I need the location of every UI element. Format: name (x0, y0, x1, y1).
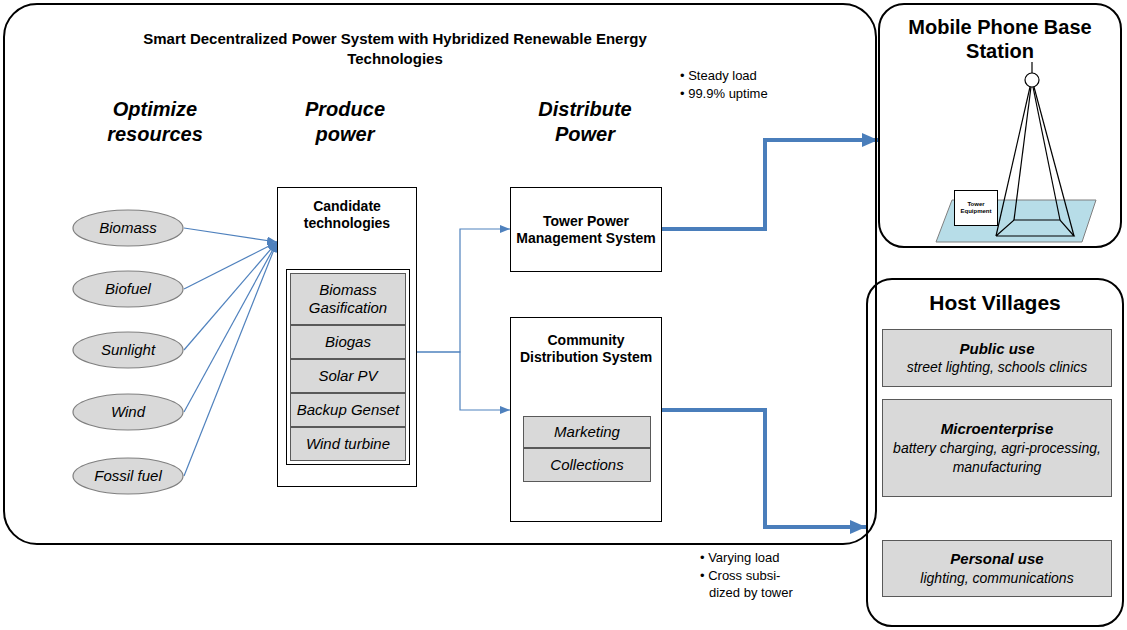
node-text: Host Villages (929, 290, 1061, 315)
base-station-panel: Mobile Phone Base StationTower Equipment (878, 3, 1122, 248)
node-text: Biomass (99, 219, 157, 237)
note-text: • Cross subsi- dized by tower (700, 568, 809, 602)
process-item: Marketing (523, 416, 651, 448)
node-text: Candidate technologies (282, 198, 412, 232)
supply-arrow (662, 410, 866, 527)
node-text: Smart Decentralized Power System with Hy… (105, 29, 685, 70)
resource-ellipse: Sunlight (72, 331, 184, 369)
process-box: Tower Power Management System (510, 187, 662, 272)
column-heading: Optimize resources (90, 97, 220, 147)
use-box: Microenterprisebattery charging, agri-pr… (882, 399, 1112, 497)
technology-item: Biogas (290, 325, 406, 359)
node-text: Backup Genset (297, 401, 400, 419)
resource-ellipse: Wind (72, 393, 184, 431)
flow-arrow (184, 242, 277, 412)
flow-arrow (417, 352, 510, 410)
system-boundary: Smart Decentralized Power System with Hy… (3, 3, 877, 545)
flow-arrow (184, 242, 277, 289)
node-text: Tower Power Management System (515, 213, 657, 247)
note-text: • 99.9% uptime (680, 86, 790, 103)
column-heading: Distribute Power (510, 97, 660, 147)
node-text: Marketing (554, 423, 620, 441)
flow-arrow (184, 228, 277, 242)
node-text: Personal use (950, 549, 1043, 569)
node-body-text: street lighting, schools clinics (907, 358, 1088, 377)
node-text: Biomass Gasification (295, 281, 401, 317)
resource-ellipse: Biomass (72, 209, 184, 247)
technology-box: Candidate technologiesBiomass Gasificati… (277, 187, 417, 487)
node-text: Sunlight (101, 341, 155, 359)
node-text: Solar PV (318, 367, 377, 385)
villages-panel: Host VillagesPublic usestreet lighting, … (866, 278, 1124, 627)
use-box: Personal uselighting, communications (882, 540, 1112, 597)
node-text: Wind (111, 403, 145, 421)
node-body-text: battery charging, agri-processing, manuf… (889, 439, 1105, 477)
note-text: • Steady load (680, 68, 790, 85)
node-text: Community Distribution System (515, 332, 657, 366)
node-text: Microenterprise (941, 419, 1054, 439)
technology-item: Backup Genset (290, 393, 406, 427)
tower-frame (996, 62, 1074, 236)
supply-arrow (662, 140, 878, 229)
flow-arrow (417, 229, 510, 352)
process-box: Community Distribution SystemMarketingCo… (510, 317, 662, 522)
note-text: • Varying load (700, 550, 820, 567)
resource-ellipse: Fossil fuel (72, 457, 184, 495)
use-box: Public usestreet lighting, schools clini… (882, 329, 1112, 387)
technology-item: Solar PV (290, 359, 406, 393)
technology-item: Wind turbine (290, 427, 406, 461)
process-item: Collections (523, 448, 651, 482)
node-text: Wind turbine (306, 435, 390, 453)
resource-ellipse: Biofuel (72, 270, 184, 308)
node-text: Fossil fuel (94, 467, 162, 485)
node-text: Public use (959, 339, 1034, 359)
node-text: Biogas (325, 333, 371, 351)
equipment-box: Tower Equipment (954, 190, 998, 226)
node-text: Mobile Phone Base Station (900, 15, 1100, 63)
node-text: Collections (550, 456, 623, 474)
column-heading: Produce power (280, 97, 410, 147)
node-text: Biofuel (105, 280, 151, 298)
node-text: Tower Equipment (956, 201, 996, 215)
flow-arrow (184, 242, 277, 350)
technology-item: Biomass Gasification (290, 273, 406, 325)
flow-arrow (184, 242, 277, 476)
node-body-text: lighting, communications (920, 569, 1073, 588)
